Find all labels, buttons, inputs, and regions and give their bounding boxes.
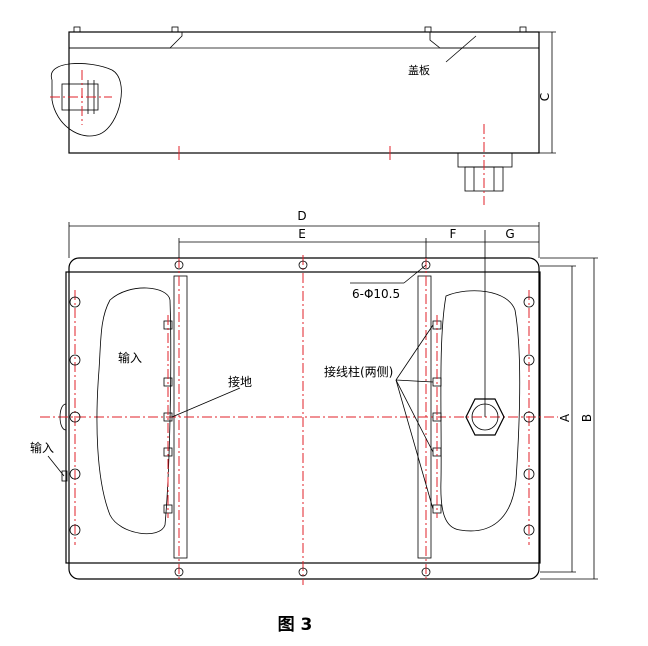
mounting-hole [523,354,535,366]
top-bolt [424,26,432,33]
figure-caption: 图 3 [278,615,313,635]
mounting-hole [69,411,81,423]
bottom-gland-flange [457,152,513,168]
base-plate [68,257,540,580]
base-hole [421,567,431,577]
mounting-hole [69,468,81,480]
dim-e-label: E [298,227,306,241]
mounting-hole [523,468,535,480]
base-hole [174,260,184,270]
cover-tab-right [429,32,539,49]
hex-gland [465,398,505,436]
dim-f-label: F [450,227,457,241]
input-label-inner: 输入 [118,350,142,365]
dim-a-label: A [558,413,572,422]
base-hole [298,567,308,577]
base-hole [421,260,431,270]
left-input-stub [59,403,67,431]
cover-leader [445,35,477,63]
left-input-gland [61,83,99,111]
base-hole [298,260,308,270]
terminals-label: 接线柱(两侧) [324,364,393,379]
ground-label: 接地 [228,374,252,389]
side-view-body [68,31,540,154]
right-wiring-area [440,290,521,532]
cover-tab-left [68,32,183,49]
mounting-hole [69,354,81,366]
plan-view: D E F G A B 6-Φ10.5 接地 接线柱(两侧) 输入 输入 [30,209,598,585]
base-hole [174,567,184,577]
holes-leader [403,264,427,284]
ground-leader [171,387,241,418]
dim-d-label: D [297,209,306,223]
side-view: C 盖板 [50,26,556,205]
dim-g-label: G [505,227,514,241]
input-label-outer: 输入 [30,440,54,455]
left-wiring-area [96,287,172,534]
mounting-hole [69,524,81,536]
dim-c-label: C [538,93,552,101]
holes-label: 6-Φ10.5 [352,287,400,301]
cover-label: 盖板 [408,63,430,77]
mounting-hole [523,411,535,423]
mounting-hole [69,296,81,308]
mounting-hole [523,296,535,308]
top-bolt [73,26,81,33]
side-holes-right [523,296,535,536]
side-holes-left [69,296,81,536]
base-holes [174,260,431,577]
top-bolt [519,26,527,33]
mounting-hole [523,524,535,536]
top-bolt [171,26,179,33]
dim-b-label: B [580,414,594,422]
left-input-gland-outline [50,63,122,137]
